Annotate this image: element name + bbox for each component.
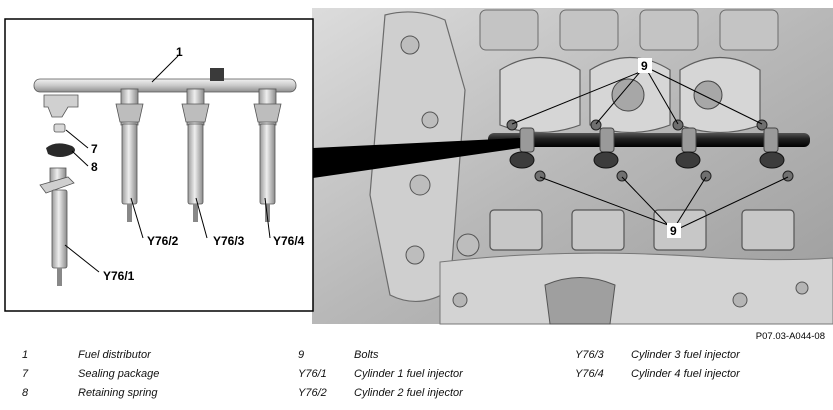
engine-illustration bbox=[312, 8, 833, 325]
callout-1: 1 bbox=[176, 45, 183, 59]
legend-code: 7 bbox=[22, 368, 29, 380]
legend-code: 1 bbox=[22, 349, 29, 361]
legend-text: Retaining spring bbox=[78, 387, 158, 399]
legend-code: Y76/2 bbox=[298, 387, 327, 399]
callout-y76-1: Y76/1 bbox=[103, 269, 135, 283]
legend-text: Cylinder 2 fuel injector bbox=[354, 387, 463, 399]
legend-code: Y76/4 bbox=[575, 368, 604, 380]
legend-text: Bolts bbox=[354, 349, 379, 361]
inset-panel: 1 7 8 Y76/2 Y76/3 Y76/4 Y76/1 bbox=[4, 18, 314, 312]
callout-8: 8 bbox=[91, 160, 98, 174]
retaining-spring bbox=[46, 143, 75, 157]
legend-text: Cylinder 4 fuel injector bbox=[631, 368, 740, 380]
legend-text: Cylinder 3 fuel injector bbox=[631, 349, 740, 361]
callout-9-upper: 9 bbox=[641, 59, 648, 73]
diagram-figure: 1 7 8 Y76/2 Y76/3 Y76/4 Y76/1 9 9 bbox=[4, 8, 833, 325]
legend-text: Sealing package bbox=[78, 368, 160, 380]
legend: 1 Fuel distributor 7 Sealing package 8 R… bbox=[0, 346, 833, 410]
callout-y76-2: Y76/2 bbox=[147, 234, 179, 248]
legend-code: Y76/1 bbox=[298, 368, 327, 380]
legend-code: 9 bbox=[298, 349, 305, 361]
injector-1 bbox=[39, 167, 75, 286]
injector-2 bbox=[115, 88, 144, 222]
figure-reference: P07.03-A044-08 bbox=[755, 331, 825, 342]
sealing-package bbox=[53, 123, 66, 133]
legend-code: 8 bbox=[22, 387, 29, 399]
legend-text: Fuel distributor bbox=[78, 349, 151, 361]
zoom-wedge bbox=[313, 138, 520, 178]
bolt-callout-bg-upper bbox=[638, 58, 652, 73]
legend-code: Y76/3 bbox=[575, 349, 604, 361]
bolt-leader-lines bbox=[511, 69, 789, 229]
legend-text: Cylinder 1 fuel injector bbox=[354, 368, 463, 380]
callout-y76-4: Y76/4 bbox=[273, 234, 305, 248]
callout-9-lower: 9 bbox=[670, 224, 677, 238]
injector-4 bbox=[253, 88, 282, 222]
diagram-svg: 1 7 8 Y76/2 Y76/3 Y76/4 Y76/1 9 9 bbox=[4, 8, 833, 325]
bolt-callout-bg-lower bbox=[667, 223, 681, 238]
leader-lines bbox=[64, 55, 271, 273]
injector-3 bbox=[181, 88, 210, 222]
callout-7: 7 bbox=[91, 142, 98, 156]
callout-y76-3: Y76/3 bbox=[213, 234, 245, 248]
fuel-distributor bbox=[33, 68, 297, 118]
